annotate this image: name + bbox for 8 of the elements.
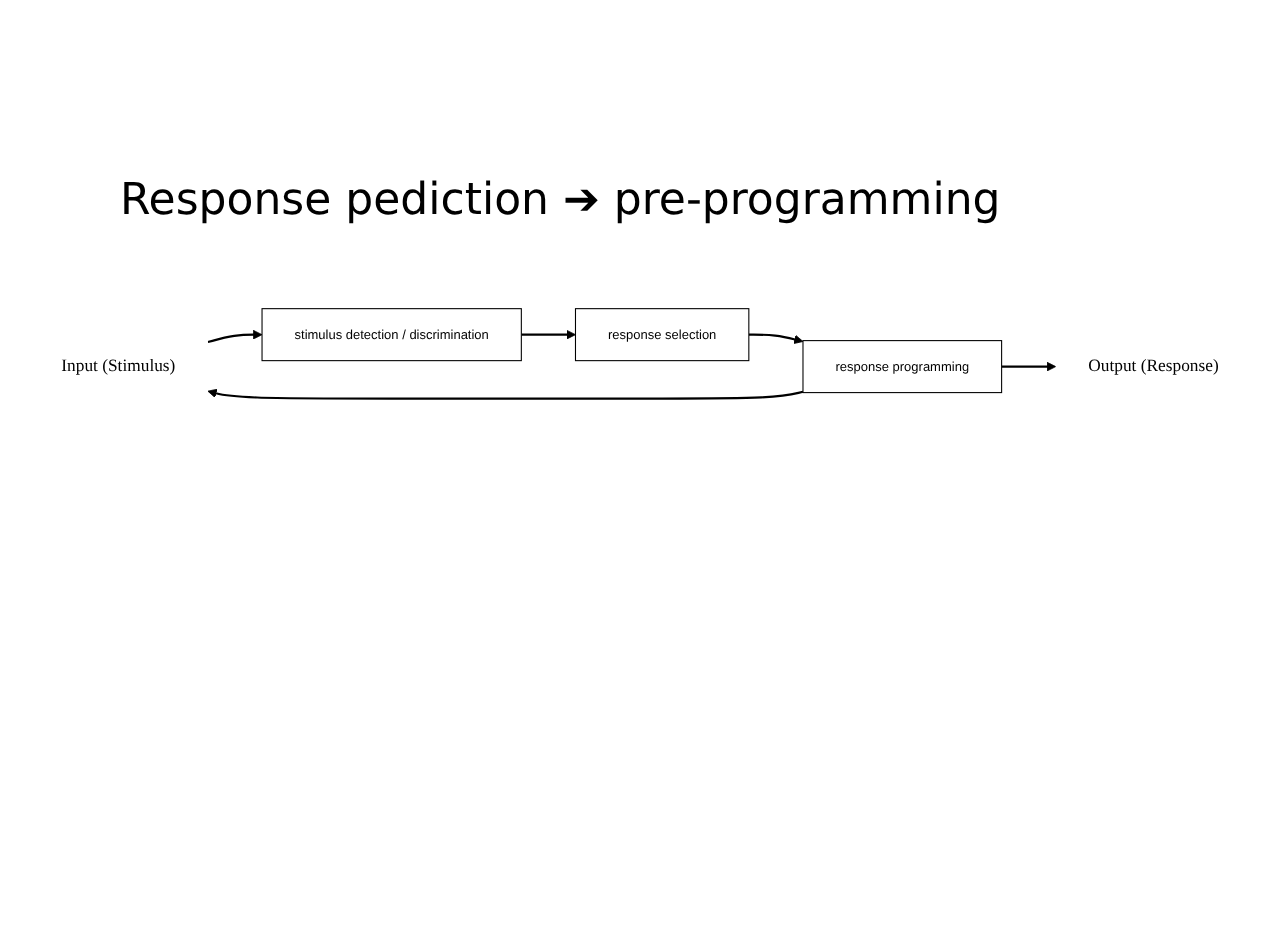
- arrow: [521, 329, 576, 340]
- node-text: Output (Response): [1088, 356, 1219, 376]
- node-text: Input (Stimulus): [61, 356, 176, 376]
- arrow: [1001, 361, 1057, 372]
- arrow: [748, 333, 804, 344]
- arrow: [207, 329, 263, 344]
- slide-title: Response pediction ➔ pre-programming: [120, 176, 1001, 226]
- arrow: [207, 388, 804, 400]
